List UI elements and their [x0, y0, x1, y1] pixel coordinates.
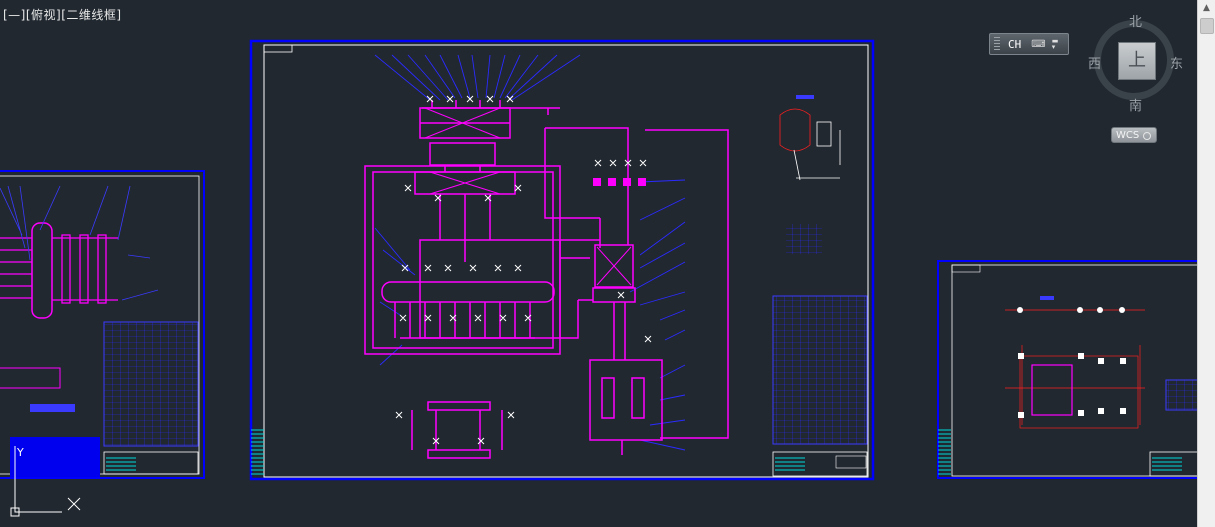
- chevron-down-icon: [1143, 132, 1151, 140]
- wcs-label: WCS: [1116, 130, 1140, 141]
- viewcube-top-face[interactable]: 上: [1118, 42, 1156, 80]
- viewcube[interactable]: 上 北 南 东 西 WCS: [1086, 12, 1186, 146]
- keyboard-icon[interactable]: ⌨: [1031, 38, 1046, 50]
- drawing-sheet-main[interactable]: [249, 39, 875, 481]
- ucs-y-label: Y: [16, 446, 24, 459]
- compass-south[interactable]: 南: [1129, 99, 1143, 114]
- ime-language[interactable]: CH: [1008, 37, 1022, 51]
- drawing-sheet-right[interactable]: [937, 260, 1198, 479]
- wcs-menu-button[interactable]: WCS: [1111, 127, 1157, 143]
- scrollbar-thumb[interactable]: [1200, 18, 1214, 34]
- compass-east[interactable]: 东: [1170, 57, 1184, 72]
- grip-handle[interactable]: [994, 37, 1000, 51]
- ucs-icon: Y: [10, 446, 81, 517]
- compass-west[interactable]: 西: [1088, 57, 1102, 72]
- vertical-scrollbar[interactable]: ▲: [1197, 0, 1215, 527]
- menu-icon[interactable]: ▬▾: [1051, 37, 1059, 51]
- viewcube-compass-ring[interactable]: [1094, 20, 1174, 100]
- compass-north[interactable]: 北: [1129, 15, 1143, 30]
- ime-language-bar[interactable]: CH ⌨ ▬▾: [989, 33, 1069, 55]
- scroll-up-arrow-icon[interactable]: ▲: [1203, 3, 1210, 13]
- viewport-controls-label[interactable]: [—][俯视][二维线框]: [3, 8, 122, 22]
- drawing-sheet-left[interactable]: [0, 170, 205, 479]
